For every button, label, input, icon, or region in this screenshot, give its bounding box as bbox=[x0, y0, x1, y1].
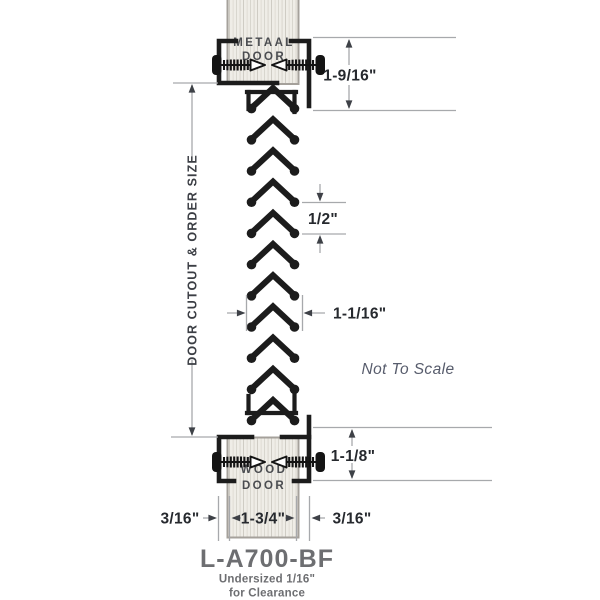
product-subtitle-line1: Undersized 1/16" bbox=[219, 574, 315, 586]
chevron-blade bbox=[247, 306, 300, 331]
chevron-blade bbox=[247, 338, 300, 363]
metal-door-label-line1: METAAL bbox=[233, 37, 294, 49]
door-thickness-value: 1-3/4" bbox=[241, 511, 285, 528]
top-frame-right-bracket bbox=[288, 38, 312, 109]
dim-flange-right: 3/16" bbox=[311, 511, 371, 528]
blade-spacing-value: 1/2" bbox=[308, 211, 338, 228]
chevron-blade bbox=[247, 244, 300, 269]
product-title: L-A700-BF bbox=[200, 545, 334, 573]
product-subtitle-line2: for Clearance bbox=[229, 588, 305, 600]
dim-door-thickness: 1-3/4" bbox=[231, 511, 295, 528]
dim-blade-width: 1-1/16" bbox=[227, 295, 386, 331]
wood-door-label-line2: DOOR bbox=[242, 480, 286, 492]
chevron-blade bbox=[247, 150, 300, 175]
chevron-blade bbox=[247, 275, 300, 300]
dim-bottom-extension-lines bbox=[217, 496, 311, 541]
dim-flange-left: 3/16" bbox=[160, 511, 217, 528]
frame-depth-top-value: 1-9/16" bbox=[323, 68, 376, 85]
blade-width-value: 1-1/16" bbox=[333, 306, 386, 323]
chevron-blade bbox=[247, 369, 300, 394]
dim-frame-depth-top: 1-9/16" bbox=[313, 36, 456, 112]
bottom-frame-right-bracket bbox=[279, 414, 312, 484]
flange-right-value: 3/16" bbox=[332, 511, 371, 528]
dim-blade-spacing: 1/2" bbox=[302, 184, 346, 253]
chevron-blade bbox=[247, 119, 300, 144]
louver-blades bbox=[247, 88, 300, 425]
not-to-scale-note: Not To Scale bbox=[362, 361, 455, 378]
chevron-blade bbox=[247, 213, 300, 238]
dim-frame-depth-bottom: 1-1/8" bbox=[313, 426, 492, 482]
chevron-blade bbox=[247, 182, 300, 207]
flange-left-value: 3/16" bbox=[160, 511, 199, 528]
dim-door-cutout: DOOR CUTOUT & ORDER SIZE bbox=[171, 82, 218, 438]
door-cutout-label: DOOR CUTOUT & ORDER SIZE bbox=[186, 154, 200, 366]
frame-depth-bottom-value: 1-1/8" bbox=[331, 448, 375, 465]
